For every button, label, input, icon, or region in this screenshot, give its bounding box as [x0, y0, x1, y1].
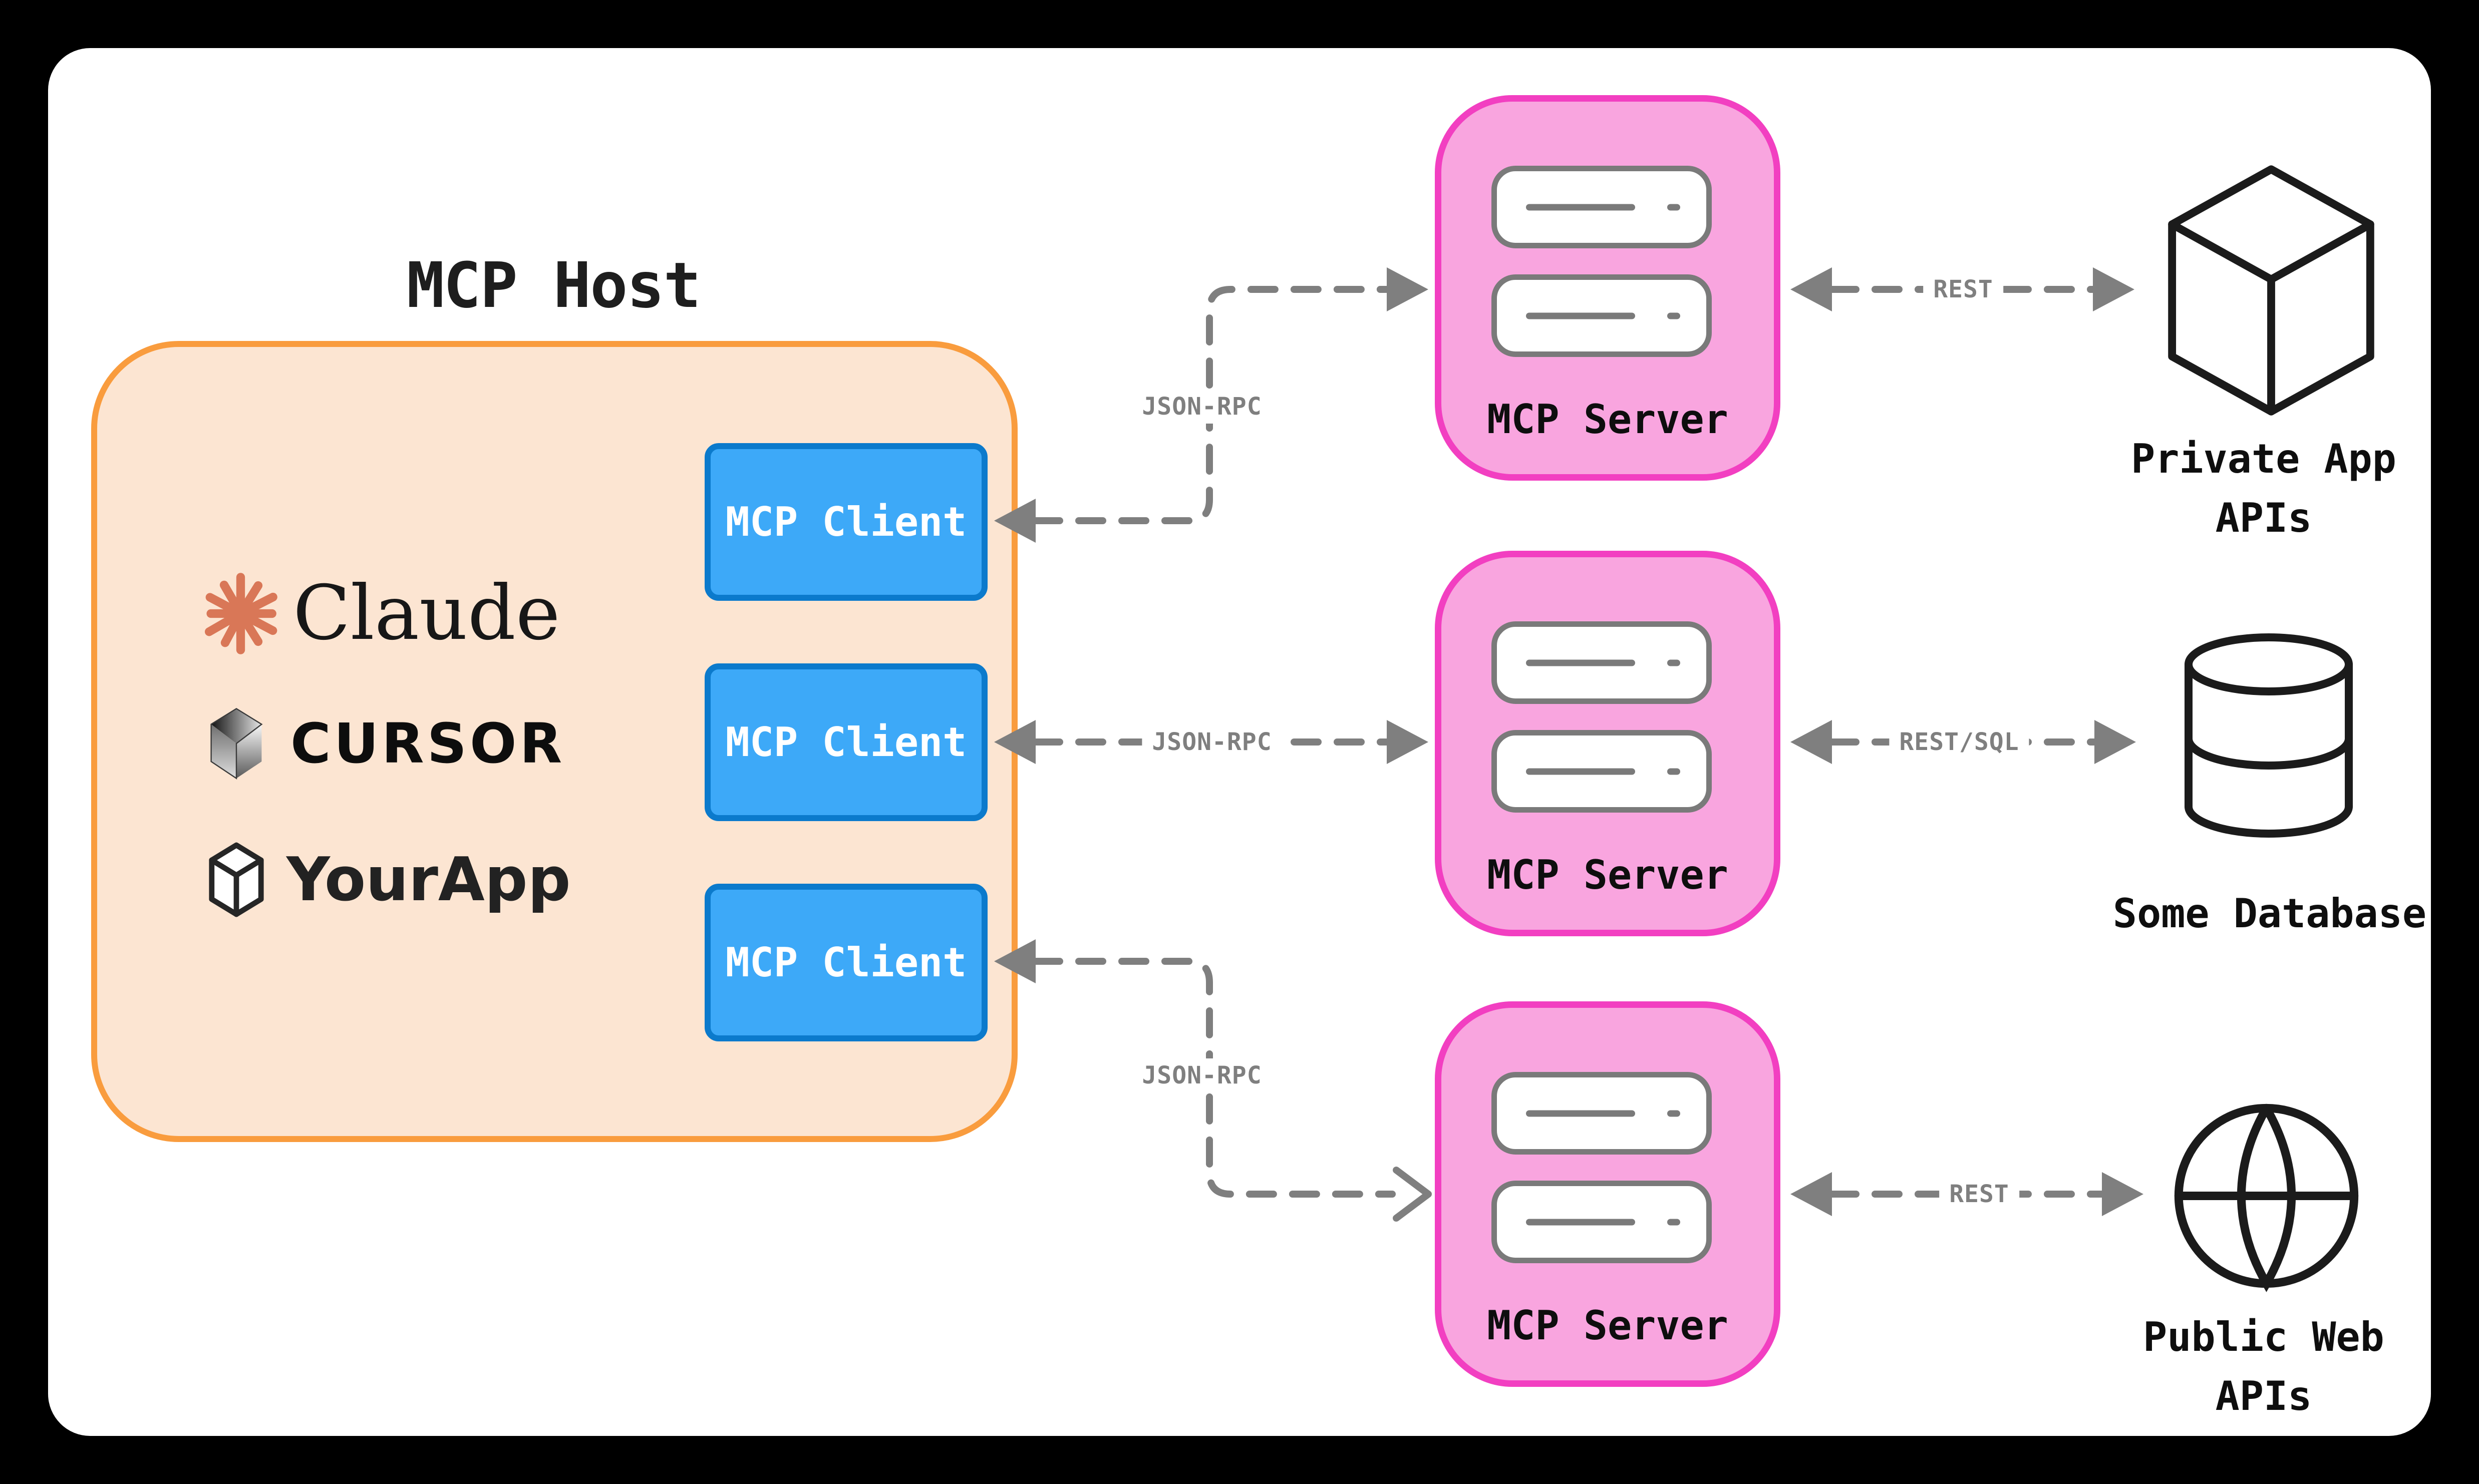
arrowhead-left-icon: [1790, 267, 1832, 311]
rest-sql-label: REST/SQL: [1889, 725, 2029, 759]
server-unit-icon: [1491, 621, 1712, 704]
arrowhead-right-icon: [1387, 720, 1428, 764]
database-icon: [2185, 633, 2353, 838]
mcp-server-box-2: MCP Server: [1435, 551, 1780, 936]
mcp-client-box-1: MCP Client: [705, 443, 988, 601]
arrowhead-right-icon: [1387, 267, 1428, 311]
mcp-server-box-1: MCP Server: [1435, 95, 1780, 481]
endpoint-label-some-database: Some Database: [2112, 890, 2427, 937]
yourapp-wordmark: YourApp: [286, 845, 571, 915]
app-yourapp: YourApp: [206, 837, 571, 922]
endpoint-label-public-web-apis: Public Web APIs: [2143, 1314, 2384, 1419]
arrowhead-right-icon: [2093, 267, 2134, 311]
cursor-cube-icon: [210, 707, 263, 780]
mcp-client-box-2: MCP Client: [705, 663, 988, 821]
arrowhead-left-icon: [994, 939, 1036, 983]
json-rpc-label-3: JSON-RPC: [1132, 1058, 1272, 1092]
arrowhead-left-icon: [994, 720, 1036, 764]
claude-starburst-icon: [204, 572, 277, 654]
server-unit-icon: [1491, 1181, 1712, 1263]
server-unit-icon: [1491, 730, 1712, 813]
arrowhead-chevron-icon: [1393, 1167, 1432, 1222]
cursor-wordmark: CURSOR: [290, 711, 565, 776]
server-unit-icon: [1491, 274, 1712, 357]
arrowhead-right-icon: [2102, 1172, 2143, 1216]
server-label: MCP Server: [1487, 396, 1728, 443]
mcp-client-box-3: MCP Client: [705, 884, 988, 1041]
arrowhead-left-icon: [1790, 720, 1832, 764]
server-unit-icon: [1491, 166, 1712, 248]
mcp-server-box-3: MCP Server: [1435, 1001, 1780, 1387]
json-rpc-label-1: JSON-RPC: [1132, 390, 1272, 424]
globe-icon: [2174, 1103, 2359, 1292]
rest-label-3: REST: [1939, 1177, 2019, 1211]
yourapp-box-icon: [209, 842, 264, 917]
server-label: MCP Server: [1487, 1302, 1728, 1349]
json-rpc-label-2: JSON-RPC: [1142, 725, 1282, 759]
server-label: MCP Server: [1487, 852, 1728, 898]
arrowhead-left-icon: [1790, 1172, 1832, 1216]
server-unit-icon: [1491, 1072, 1712, 1155]
cube-icon: [2168, 165, 2374, 416]
host-title: MCP Host: [406, 249, 701, 322]
rest-label-1: REST: [1923, 272, 2003, 306]
arrowhead-right-icon: [2094, 720, 2136, 764]
app-cursor: CURSOR: [206, 702, 565, 785]
app-claude: Claude: [199, 570, 560, 657]
claude-wordmark: Claude: [293, 570, 560, 657]
endpoint-label-private-apis: Private App APIs: [2131, 436, 2396, 541]
arrowhead-left-icon: [994, 499, 1036, 543]
